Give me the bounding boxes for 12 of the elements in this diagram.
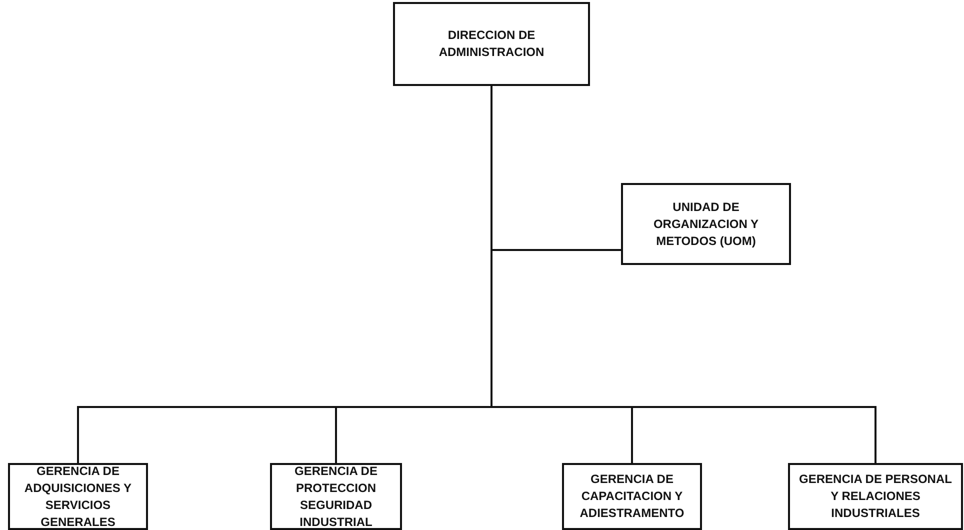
unit-name: GERENCIA DE ADQUISICIONES Y SERVICIOS GENERALES xyxy=(23,462,133,530)
unit-name: UNIDAD DE ORGANIZACION Y METODOS (UOM) xyxy=(652,198,760,250)
org-box xyxy=(621,183,791,265)
org-box xyxy=(562,463,702,530)
org-box xyxy=(8,463,148,530)
unit-name: GERENCIA DE CAPACITACION Y ADIESTRAMENTO xyxy=(578,471,686,522)
unit-name: GERENCIA DE PERSONAL Y RELACIONES INDUSTRIALES xyxy=(798,471,953,522)
unit-name: GERENCIA DE PROTECCION SEGURIDAD INDUSTRIAL xyxy=(294,462,378,530)
unit-name: DIRECCION DE ADMINISTRACION xyxy=(438,27,546,61)
org-box xyxy=(270,463,402,530)
org-box xyxy=(788,463,963,530)
org-box xyxy=(393,2,590,86)
